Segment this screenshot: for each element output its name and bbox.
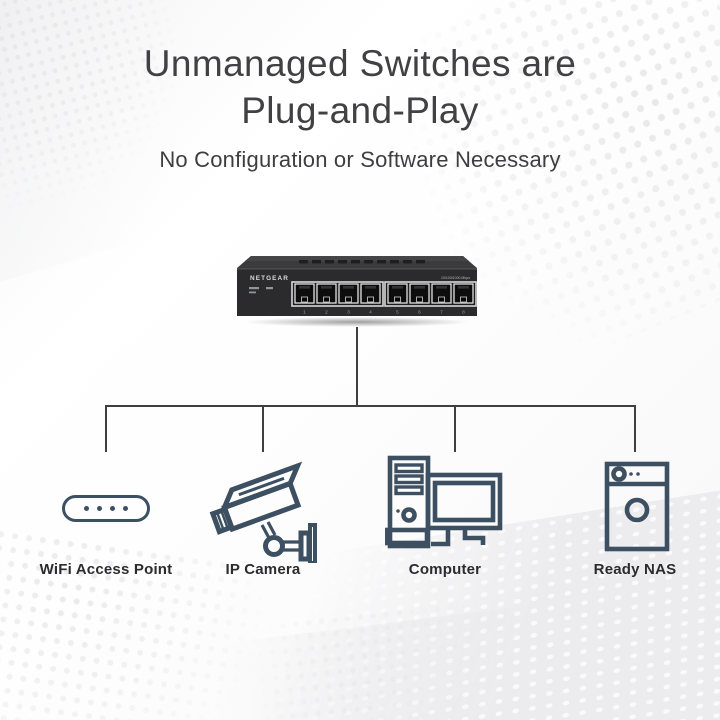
svg-text:3: 3: [347, 310, 350, 316]
computer-label: Computer: [408, 561, 482, 578]
connector-drop-wifi: [105, 406, 107, 452]
title-line-1: Unmanaged Switches are: [143, 43, 577, 84]
computer-icon: [385, 450, 505, 555]
svg-text:4: 4: [369, 310, 372, 316]
connector-drop-nas: [634, 406, 636, 452]
ethernet-ports: [294, 283, 474, 304]
wifi-dot: [83, 505, 90, 512]
halftone-pattern-bottom-center: [224, 591, 556, 720]
ready-nas-label: Ready NAS: [593, 561, 677, 578]
wifi-dot: [122, 505, 129, 512]
title-line-2: Plug-and-Play: [241, 90, 479, 131]
svg-text:8: 8: [462, 310, 465, 316]
svg-text:5: 5: [396, 310, 399, 316]
svg-text:2: 2: [325, 310, 328, 316]
background-wedge-bottom-right: [209, 576, 720, 720]
wifi-dot: [96, 505, 103, 512]
switch-top-sheen: [245, 256, 469, 261]
switch-status-marks: [249, 287, 273, 294]
switch-shadow: [243, 317, 471, 327]
svg-text:6: 6: [418, 310, 421, 316]
wifi-access-point-label: WiFi Access Point: [39, 561, 173, 578]
ready-nas-icon: [598, 458, 676, 554]
svg-text:1: 1: [303, 310, 306, 316]
netgear-logo-text: NETGEAR: [250, 275, 289, 282]
wifi-dot: [109, 505, 116, 512]
network-switch-image: NETGEAR 10/100/1000 Mbps: [237, 253, 477, 320]
switch-front-highlight: [237, 268, 477, 270]
switch-vent-slots: [299, 260, 425, 264]
connector-trunk-line: [356, 327, 358, 406]
svg-text:7: 7: [440, 310, 443, 316]
port-numbers: 1 2 3 4 5 6 7 8: [303, 310, 465, 316]
connector-bus-line: [105, 405, 636, 407]
page-title: Unmanaged Switches are Plug-and-Play: [0, 40, 720, 134]
ip-camera-label: IP Camera: [225, 561, 301, 578]
switch-fine-print: 10/100/1000 Mbps: [441, 276, 470, 280]
wifi-access-point-icon: [62, 495, 150, 522]
switch-svg: NETGEAR 10/100/1000 Mbps: [237, 256, 477, 316]
page-subtitle: No Configuration or Software Necessary: [159, 147, 561, 172]
ip-camera-icon: [205, 461, 321, 563]
connector-drop-computer: [454, 406, 456, 452]
connector-drop-camera: [262, 406, 264, 452]
